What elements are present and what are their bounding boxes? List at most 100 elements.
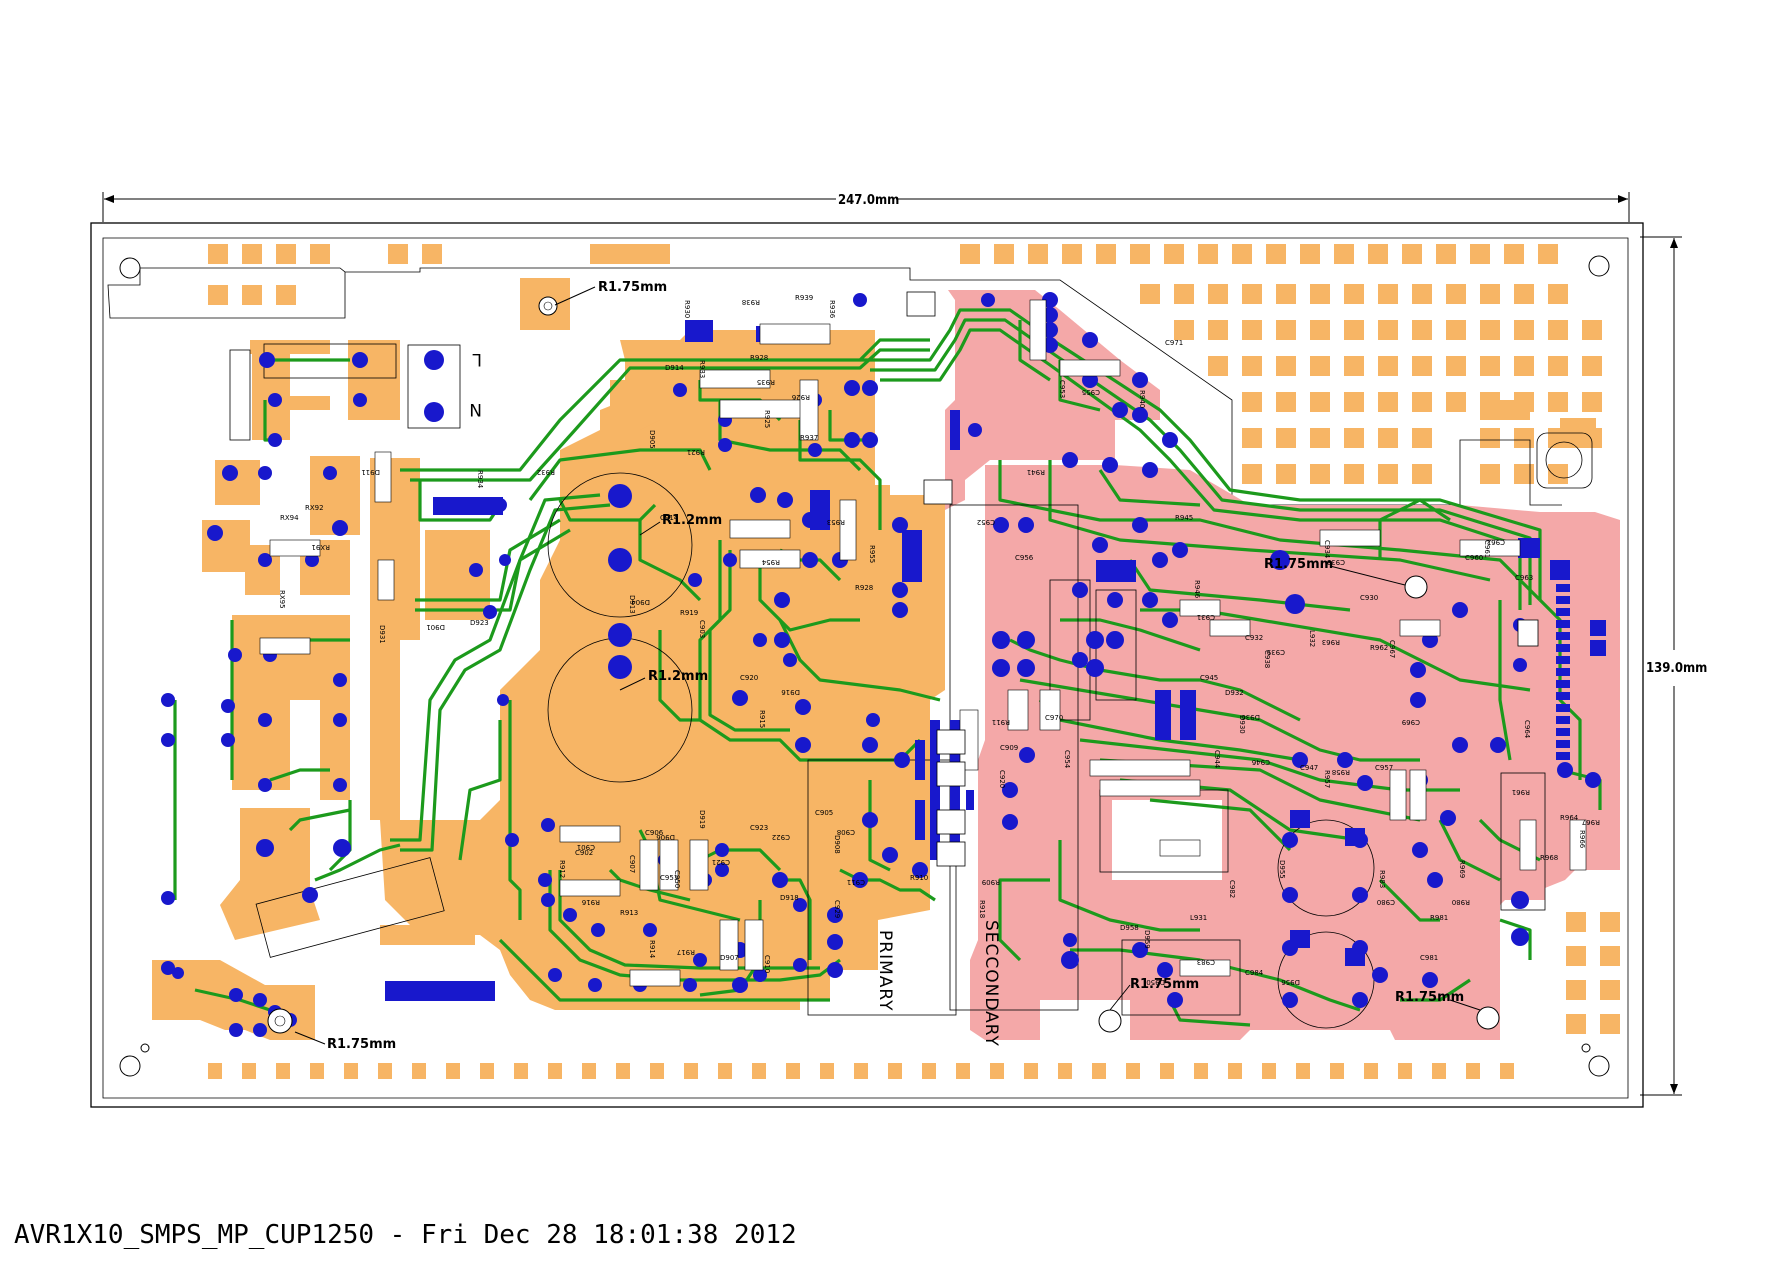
ref-designator: C933 [1327, 558, 1345, 566]
ref-designator: C920 [740, 674, 758, 682]
slot-outline [107, 267, 1562, 506]
ref-designator: R940 [1138, 390, 1146, 408]
width-dimension: 247.0mm [102, 192, 1630, 222]
ref-designator: C906 [645, 829, 664, 837]
ref-designator: C908 [837, 828, 855, 836]
ref-designator: C930 [1360, 594, 1378, 602]
ref-designator: R925 [763, 410, 771, 428]
connector-label-n: N [468, 399, 482, 419]
ref-designator: C952 [977, 518, 995, 526]
ref-designator: R937 [800, 434, 818, 442]
ref-designator: R938 [742, 298, 760, 306]
ref-designator: R962 [1370, 644, 1388, 652]
ref-designator: C980 [1377, 898, 1395, 906]
ref-designator: C951 [660, 874, 678, 882]
connector-label-l: L [472, 349, 482, 369]
ref-designator: C954 [1063, 750, 1071, 769]
top-pad-row [208, 244, 1558, 305]
ref-designator: C902 [575, 849, 593, 857]
radius-label-4: R1.75mm [327, 1037, 396, 1052]
ref-designator: R968 [1540, 854, 1558, 862]
radius-label-7: R1.75mm [1395, 990, 1464, 1005]
ref-designator: R918 [978, 900, 986, 918]
ref-designator: C957 [1375, 764, 1393, 772]
ref-designator: C953 [1058, 380, 1066, 398]
ref-designator: R967 [1582, 818, 1600, 826]
ref-designator: D919 [698, 810, 706, 829]
ref-designator: C938 [1263, 650, 1271, 668]
smd-chip-column [1556, 560, 1570, 760]
ref-designator: C905 [815, 809, 833, 817]
ref-designator: C923 [750, 824, 768, 832]
ref-designator: C961 [1483, 540, 1491, 558]
height-label: 139.0mm [1646, 661, 1707, 676]
ref-designator: R957 [1323, 770, 1331, 788]
ref-designator: R913 [620, 909, 638, 917]
drawing-caption: AVR1X10_SMPS_MP_CUP1250 - Fri Dec 28 18:… [14, 1220, 797, 1250]
ref-designator: D932 [1225, 689, 1244, 697]
height-dimension: 139.0mm [1640, 236, 1707, 1096]
ref-designator: C909 [1000, 744, 1018, 752]
ref-designator: R914 [648, 940, 656, 959]
ref-designator: R941 [1027, 468, 1045, 476]
ref-designator: C907 [628, 855, 636, 873]
ref-designator: D931 [378, 625, 386, 644]
ref-designator: R946 [1193, 580, 1201, 599]
ref-designator: R932 [537, 468, 555, 476]
ref-designator: R909 [982, 878, 1000, 886]
radius-annotations: R1.75mm R1.2mm R1.2mm R1.75mm R1.75mm R1… [294, 280, 1481, 1052]
ref-designator: D904 [631, 598, 650, 606]
primary-label: PRIMARY [875, 930, 895, 1011]
ref-designator: R915 [758, 710, 766, 728]
ref-designator: R934 [476, 470, 484, 489]
ref-designator: C932 [1245, 634, 1263, 642]
ref-designator: C962 [1487, 538, 1505, 546]
ref-designator: C981 [1420, 954, 1438, 962]
ref-designator: L932 [1308, 630, 1316, 647]
secondary-label: SECCONDARY [981, 920, 1001, 1047]
ref-designator: C982 [1228, 880, 1236, 898]
ref-designator: C971 [1165, 339, 1183, 347]
ref-designator: C956 [1015, 554, 1034, 562]
ref-designator: C960 [1465, 554, 1483, 562]
smd-components [259, 299, 1587, 987]
ref-designator: D959 [1143, 930, 1151, 949]
ref-designator: R954 [761, 558, 780, 566]
ref-designator: R933 [698, 360, 706, 378]
ref-designator: R916 [581, 898, 600, 906]
board-outline-outer [90, 222, 1644, 1108]
ref-designator: R963 [1322, 638, 1340, 646]
ref-designator: D908 [833, 835, 841, 854]
radius-label-6: R1.75mm [1130, 977, 1199, 992]
ref-designator: R921 [687, 448, 705, 456]
ref-designator: D955 [1278, 860, 1286, 879]
heatsink-pad-grid [1140, 284, 1620, 1034]
ref-designator: C944 [1213, 750, 1221, 769]
primary-copper [152, 278, 945, 1040]
ref-designator: R966 [1578, 830, 1586, 849]
ref-designator: D906 [656, 833, 675, 841]
ref-designator: L931 [1190, 914, 1207, 922]
ref-designator: R935 [757, 378, 775, 386]
ref-designator: D956 [1281, 978, 1300, 986]
ref-designator: R928 [855, 584, 873, 592]
ref-designator: D950 [1146, 978, 1165, 986]
ref-designator: C963 [1515, 574, 1533, 582]
ref-designator: R939 [795, 294, 813, 302]
ref-designator: C921 [712, 858, 730, 866]
ref-designator: D958 [1120, 924, 1139, 932]
ref-designator: D905 [648, 430, 656, 449]
ref-designator: C934 [1323, 540, 1331, 559]
ref-designator: D916 [781, 688, 800, 696]
ref-designator: D911 [361, 468, 380, 476]
corner-holes [119, 255, 1610, 1077]
ref-designator: C914 [660, 514, 679, 522]
ref-designator: R955 [868, 545, 876, 563]
ref-designator: R964 [1560, 814, 1579, 822]
radius-label-3: R1.2mm [648, 669, 708, 684]
board-outline-inner [102, 237, 1629, 1099]
bottom-pad-row [208, 1063, 1514, 1079]
radius-label-5: R1.75mm [1264, 557, 1333, 572]
ref-designator: C922 [772, 833, 790, 841]
